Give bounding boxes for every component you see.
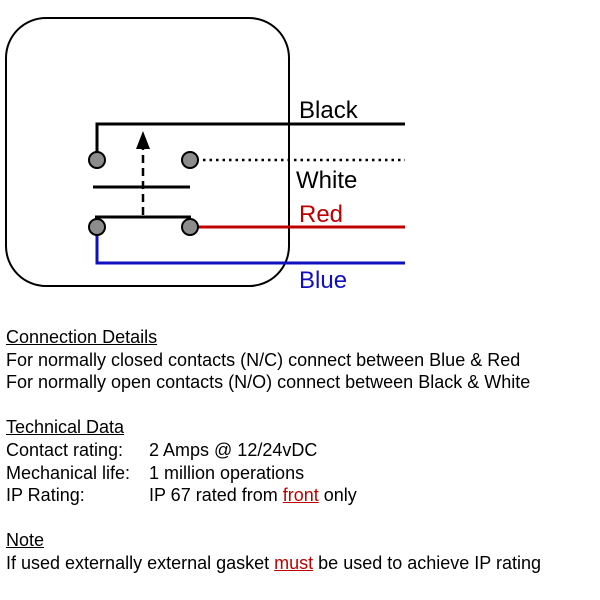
- connection-nc-text: For normally closed contacts (N/C) conne…: [6, 349, 521, 370]
- note-prefix: If used externally external gasket: [6, 552, 275, 573]
- info-section: Connection Details For normally closed c…: [6, 326, 541, 575]
- terminal-white: [181, 151, 199, 169]
- note-highlight: must: [274, 552, 314, 573]
- note-heading: Note: [6, 530, 45, 551]
- switch-housing: [5, 17, 290, 287]
- terminal-black: [88, 151, 106, 169]
- actuator-arrow-icon: [136, 131, 150, 149]
- connection-details-section: Connection Details: [6, 326, 541, 349]
- contact-rating-label: Contact rating:: [6, 439, 124, 460]
- blue-wire: [95, 227, 405, 265]
- terminal-blue: [88, 218, 106, 236]
- contact-rating-value: 2 Amps @ 12/24vDC: [149, 439, 318, 460]
- technical-data-section: Technical Data: [6, 416, 541, 439]
- ip-rating-row: IP Rating: IP 67 rated from front only: [6, 484, 541, 507]
- technical-heading: Technical Data: [6, 417, 125, 438]
- mechanical-life-row: Mechanical life: 1 million operations: [6, 462, 541, 485]
- ip-rating-label: IP Rating:: [6, 485, 85, 506]
- ip-rating-suffix: only: [318, 485, 357, 506]
- ip-rating-highlight: front: [282, 485, 319, 506]
- black-wire-label: Black: [299, 97, 359, 124]
- note-section: Note: [6, 529, 541, 552]
- note-suffix: be used to achieve IP rating: [313, 552, 541, 573]
- red-wire-label: Red: [299, 201, 343, 228]
- connection-heading: Connection Details: [6, 327, 158, 347]
- terminal-red: [181, 218, 199, 236]
- contact-rating-row: Contact rating: 2 Amps @ 12/24vDC: [6, 439, 541, 462]
- mechanical-life-label: Mechanical life:: [6, 462, 131, 483]
- blue-wire-label: Blue: [299, 267, 347, 294]
- note-row: If used externally external gasket must …: [6, 552, 541, 575]
- ip-rating-prefix: IP 67 rated from: [149, 485, 283, 506]
- wiring-diagram: Black White Red Blue: [5, 17, 405, 294]
- black-wire: [95, 122, 405, 160]
- mechanical-life-value: 1 million operations: [149, 462, 305, 483]
- white-wire-label: White: [296, 167, 357, 194]
- connection-no-text: For normally open contacts (N/O) connect…: [6, 372, 531, 393]
